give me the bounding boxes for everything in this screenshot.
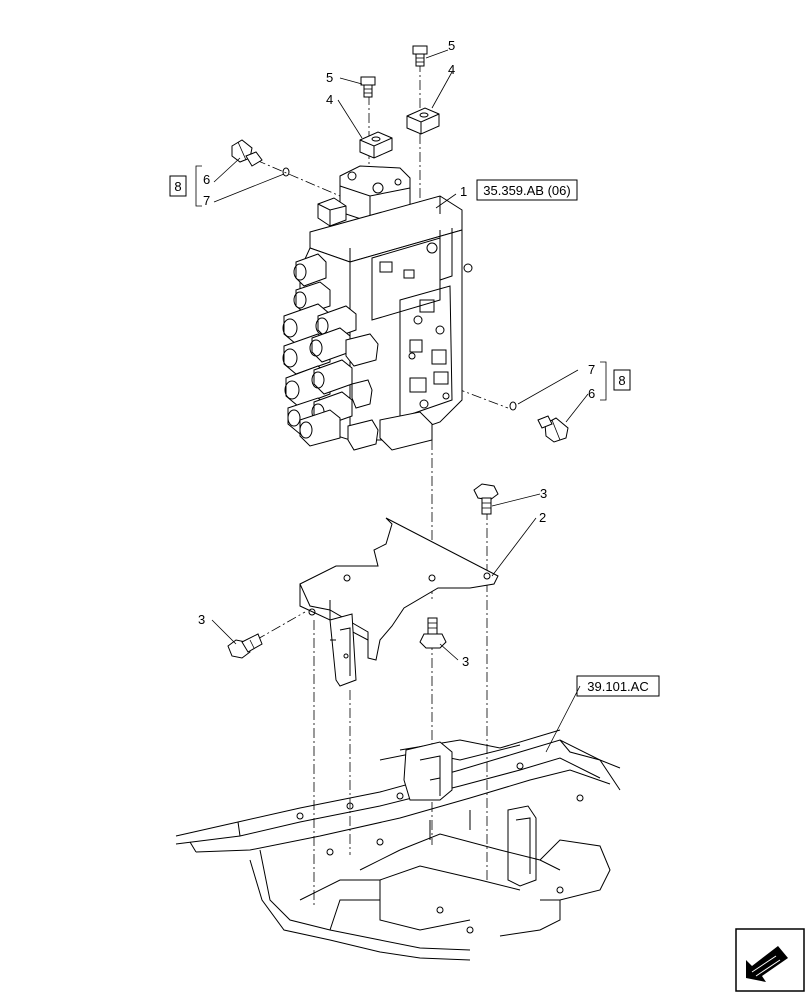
bolt-upper-right <box>473 483 499 515</box>
label-bolt-left: 3 <box>198 612 205 627</box>
label-fitting-right: 6 <box>588 386 595 401</box>
label-screw-left: 5 <box>326 70 333 85</box>
next-page-arrow-icon[interactable] <box>735 928 805 992</box>
frame-reference-text[interactable]: 39.101.AC <box>587 679 648 694</box>
screw-left <box>360 76 376 98</box>
label-oring-right: 7 <box>588 362 595 377</box>
block-left <box>359 131 393 159</box>
leader-lines <box>211 49 589 753</box>
group-box-right[interactable]: 8 <box>613 369 631 391</box>
screw-right <box>412 45 428 67</box>
upper-frame <box>175 729 621 961</box>
frame-reference-box[interactable]: 39.101.AC <box>576 675 660 697</box>
fitting-left <box>231 139 263 167</box>
bolt-lower-center <box>419 617 447 649</box>
label-block-right: 4 <box>448 62 455 77</box>
label-bracket: 2 <box>539 510 546 525</box>
label-block-left: 4 <box>326 92 333 107</box>
group-brace-left <box>195 165 202 207</box>
spool-caps <box>282 253 379 451</box>
control-valve <box>282 165 473 451</box>
label-screw-right: 5 <box>448 38 455 53</box>
group-box-left[interactable]: 8 <box>169 175 187 197</box>
label-bolt-upper-right: 3 <box>540 486 547 501</box>
oring-left <box>282 167 290 177</box>
valve-reference-text[interactable]: 35.359.AB (06) <box>483 183 570 198</box>
group-label-right[interactable]: 8 <box>618 373 625 388</box>
label-bolt-lower: 3 <box>462 654 469 669</box>
label-oring-left: 7 <box>203 193 210 208</box>
item-labels: 1 2 3 3 3 4 4 5 5 6 7 7 6 <box>198 38 595 669</box>
block-right <box>406 107 440 135</box>
oring-right <box>509 401 517 411</box>
label-control-valve: 1 <box>460 184 467 199</box>
group-brace-right <box>600 361 607 401</box>
fitting-right <box>537 415 569 443</box>
bolt-left <box>227 633 263 659</box>
group-label-left[interactable]: 8 <box>174 179 181 194</box>
mounting-bracket <box>299 517 499 687</box>
valve-reference-box[interactable]: 35.359.AB (06) <box>476 179 578 201</box>
label-fitting-left: 6 <box>203 172 210 187</box>
